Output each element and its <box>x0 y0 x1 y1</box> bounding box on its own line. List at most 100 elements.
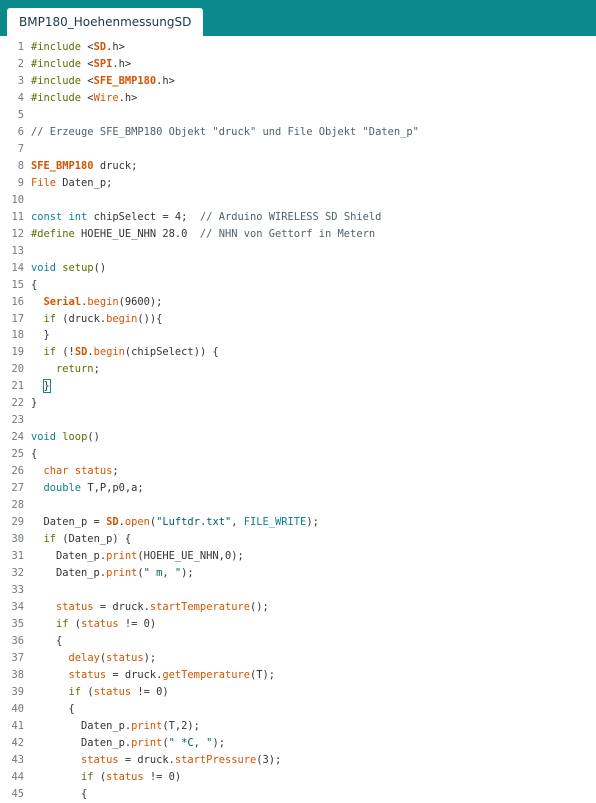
line-number: 24 <box>11 431 24 444</box>
line-number: 38 <box>11 668 24 681</box>
tab-bar: BMP180_HoehenmessungSD <box>0 0 596 36</box>
code-line[interactable]: 38 status = druck.getTemperature(T); <box>0 667 596 684</box>
line-number: 4 <box>17 91 24 104</box>
line-number: 12 <box>11 227 24 240</box>
code-line[interactable]: 36 { <box>0 633 596 650</box>
line-number: 41 <box>11 719 24 732</box>
code-line[interactable]: 35 if (status != 0) <box>0 616 596 633</box>
code-text: #include <SFE_BMP180.h> <box>31 74 175 87</box>
line-number: 44 <box>11 770 24 783</box>
line-number: 32 <box>11 567 24 580</box>
line-number: 17 <box>11 312 24 325</box>
line-number: 22 <box>11 397 24 410</box>
code-line[interactable]: 30 if (Daten_p) { <box>0 531 596 548</box>
line-number: 30 <box>11 533 24 546</box>
code-line[interactable]: 32 Daten_p.print(" m, "); <box>0 565 596 582</box>
line-number: 25 <box>11 448 24 461</box>
code-text: if (status != 0) <box>68 685 169 698</box>
line-number: 13 <box>11 244 24 257</box>
code-line[interactable]: 28 <box>0 497 596 514</box>
code-line[interactable]: 12 #define HOEHE_UE_NHN 28.0 // NHN von G… <box>0 226 596 243</box>
code-line[interactable]: 42 Daten_p.print(" *C, "); <box>0 735 596 752</box>
code-line[interactable]: 6 // Erzeuge SFE_BMP180 Objekt "druck" un… <box>0 124 596 141</box>
code-text: if (status != 0) <box>81 770 182 783</box>
code-line[interactable]: 34 status = druck.startTemperature(); <box>0 599 596 616</box>
line-number: 35 <box>11 617 24 630</box>
code-text: Daten_p.print(T,2); <box>31 719 200 732</box>
code-text: if (Daten_p) { <box>43 533 132 546</box>
code-line[interactable]: 37 delay(status); <box>0 650 596 667</box>
tab-bmp180-hoehenmessungsd[interactable]: BMP180_HoehenmessungSD <box>7 8 204 36</box>
line-number: 6 <box>17 125 24 138</box>
code-line[interactable]: 1#include <SD.h> <box>0 39 596 56</box>
code-text: if (status != 0) <box>56 617 157 630</box>
code-line[interactable]: 13 <box>0 243 596 260</box>
code-text: char status; <box>43 465 119 478</box>
code-text: { <box>31 702 75 715</box>
code-line[interactable]: 33 <box>0 582 596 599</box>
line-number: 45 <box>11 787 24 800</box>
code-text: return; <box>56 363 100 376</box>
line-number: 5 <box>17 108 24 121</box>
line-number: 36 <box>11 634 24 647</box>
line-number: 31 <box>11 550 24 563</box>
code-line[interactable]: 3#include <SFE_BMP180.h> <box>0 73 596 90</box>
code-line[interactable]: 44 if (status != 0) <box>0 769 596 786</box>
code-line[interactable]: 15{ <box>0 277 596 294</box>
line-number: 43 <box>11 753 24 766</box>
code-line[interactable]: 29 Daten_p = SD.open("Luftdr.txt", FILE_… <box>0 514 596 531</box>
line-number: 23 <box>11 414 24 427</box>
line-number: 2 <box>17 57 24 70</box>
code-line[interactable]: 25{ <box>0 446 596 463</box>
code-text: double T,P,p0,a; <box>43 482 144 495</box>
code-text: Daten_p.print(HOEHE_UE_NHN,0); <box>31 550 244 563</box>
line-number: 29 <box>11 516 24 529</box>
code-line[interactable]: 43 status = druck.startPressure(3); <box>0 752 596 769</box>
code-line[interactable]: 19 if (!SD.begin(chipSelect)) { <box>0 344 596 361</box>
code-line[interactable]: 4#include <Wire.h> <box>0 90 596 107</box>
line-number: 26 <box>11 465 24 478</box>
code-line[interactable]: 22} <box>0 395 596 412</box>
code-line[interactable]: 20 return; <box>0 361 596 378</box>
line-number: 37 <box>11 651 24 664</box>
code-line[interactable]: 23 <box>0 412 596 429</box>
code-line[interactable]: 7 <box>0 141 596 158</box>
line-number: 39 <box>11 685 24 698</box>
code-line[interactable]: 39 if (status != 0) <box>0 684 596 701</box>
code-line[interactable]: 31 Daten_p.print(HOEHE_UE_NHN,0); <box>0 548 596 565</box>
code-text: status = druck.startTemperature(); <box>56 601 269 613</box>
line-number: 34 <box>11 601 24 613</box>
line-number: 10 <box>11 193 24 206</box>
code-text: status = druck.getTemperature(T); <box>68 668 276 681</box>
code-text: Daten_p.print(" *C, "); <box>31 736 225 749</box>
code-line[interactable]: 40 { <box>0 701 596 718</box>
code-line[interactable]: 18 } <box>0 327 596 344</box>
line-number: 8 <box>17 159 24 172</box>
code-line[interactable]: 10 <box>0 192 596 209</box>
code-text: Daten_p.print(" m, "); <box>31 567 194 580</box>
code-line[interactable]: 17 if (druck.begin()){ <box>0 311 596 328</box>
code-line[interactable]: 45 { <box>0 786 596 803</box>
code-line[interactable]: 26 char status; <box>0 463 596 480</box>
code-text: delay(status); <box>68 651 157 664</box>
code-line[interactable]: 16 Serial.begin(9600); <box>0 294 596 311</box>
code-text: // Erzeuge SFE_BMP180 Objekt "druck" und… <box>31 125 419 138</box>
line-number: 42 <box>11 736 24 749</box>
code-text: #define HOEHE_UE_NHN 28.0 // NHN von Get… <box>31 227 376 240</box>
code-line[interactable]: 2#include <SPI.h> <box>0 56 596 73</box>
code-text: status = druck.startPressure(3); <box>81 753 282 766</box>
code-line[interactable]: 21 } <box>0 378 596 395</box>
code-line[interactable]: 5 <box>0 107 596 124</box>
code-text: File Daten_p; <box>31 176 113 189</box>
code-line[interactable]: 41 Daten_p.print(T,2); <box>0 718 596 735</box>
code-line[interactable]: 27 double T,P,p0,a; <box>0 480 596 497</box>
code-text: if (druck.begin()){ <box>43 312 163 325</box>
line-number: 11 <box>11 210 24 223</box>
code-editor[interactable]: 1#include <SD.h>2#include <SPI.h>3#inclu… <box>0 36 596 800</box>
line-number: 19 <box>11 346 24 359</box>
